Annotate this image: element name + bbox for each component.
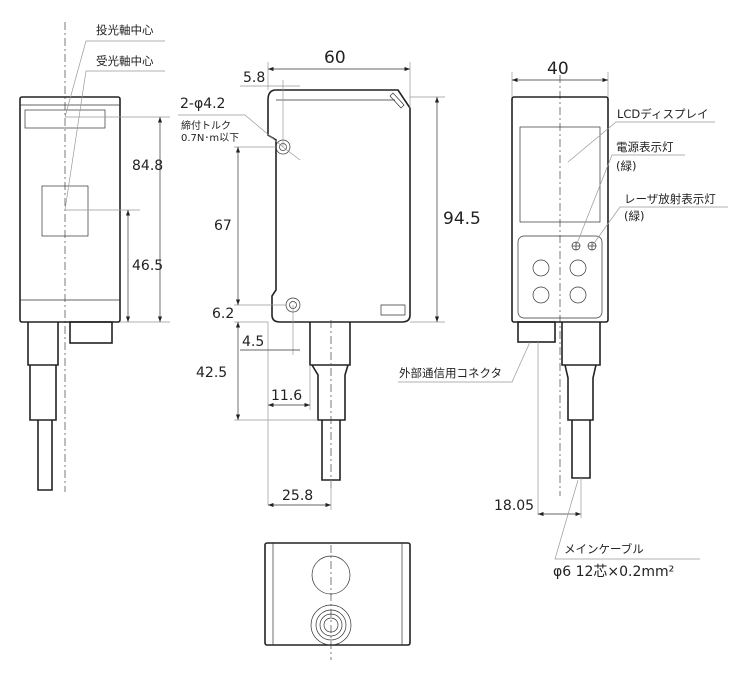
laser-indicator-label: レーザ放射表示灯 [624,192,716,206]
dim-4-5: 4.5 [242,334,264,350]
receiver-axis-label: 受光軸中心 [96,54,154,68]
bottom-body [264,542,411,646]
dim-42-5: 42.5 [196,365,227,381]
emitter-axis-label: 投光軸中心 [96,23,154,37]
dim-60: 60 [324,48,346,68]
cable-spec-label: φ6 12芯×0.2mm² [553,564,674,580]
side-body [267,89,411,323]
receiver-window [41,185,89,237]
dim-6-2: 6.2 [212,306,234,322]
emitter-window [24,109,106,129]
dim-84-8: 84.8 [132,158,163,174]
button-2 [569,259,587,277]
dim-25-8: 25.8 [282,488,313,504]
bottom-view [264,542,411,660]
dim-5-8: 5.8 [243,70,265,86]
side-view: 60 5.8 94.5 2-φ4.2 締付トルク 0.7N･m以下 67 6.2… [178,48,481,510]
dim-18-05: 18.05 [494,498,534,514]
lcd-display [519,126,601,223]
front-body [511,96,609,323]
dim-40: 40 [547,59,569,79]
ext-connector-label: 外部通信用コネクタ [399,366,502,380]
ext-connector [517,321,556,343]
laser-indicator-color: (緑) [624,209,644,223]
left-view: 投光軸中心 受光軸中心 84.8 46.5 [19,22,170,492]
left-connector [69,321,113,344]
dim-67: 67 [214,218,232,234]
dim-11-6: 11.6 [271,388,302,404]
left-body [19,96,121,323]
dim-94-5: 94.5 [443,209,481,229]
front-view: 40 LCDディスプレイ 電源表示灯 (緑) レーザ放射表示灯 (緑) 外部通信… [398,59,728,580]
main-cable-label: メインケーブル [564,542,644,556]
button-1 [532,259,550,277]
button-4 [569,286,587,304]
mount-holes-label: 2-φ4.2 [180,96,225,112]
power-indicator-label: 電源表示灯 [616,140,674,154]
control-panel [517,235,603,319]
lcd-display-label: LCDディスプレイ [617,107,709,121]
torque-label: 締付トルク [181,119,231,132]
torque-value: 0.7N･m以下 [181,133,239,144]
button-3 [532,286,550,304]
power-indicator-color: (緑) [616,159,636,173]
dim-46-5: 46.5 [132,258,163,274]
